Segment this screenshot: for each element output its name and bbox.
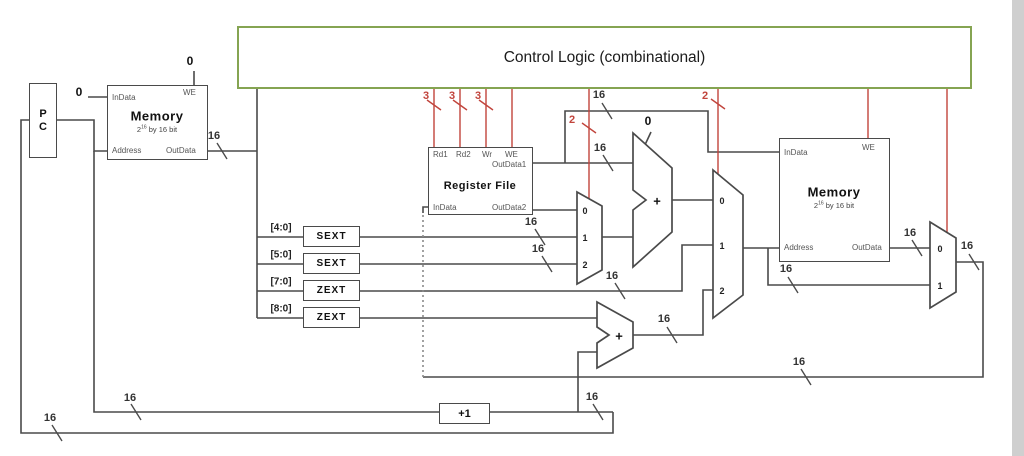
bus-width-label: 16 [960,240,974,252]
bus-width-label: 16 [585,391,599,403]
bus-width-label: 3 [448,90,456,102]
imem-title: Memory [130,108,184,124]
bus-width-label: 16 [593,142,607,154]
wire-instruction-trunk [208,89,258,318]
wire-adder2-out [633,289,713,336]
register-file-box [428,147,533,215]
rf-port-outdata1: OutData1 [492,160,527,169]
dmem-port-address: Address [784,243,814,252]
bus-width-label: 16 [605,270,619,282]
dmem-title: Memory [807,184,861,200]
bus-width-label: 16 [657,313,671,325]
dmem-port-we: WE [862,143,875,152]
rf-port-we: WE [505,150,518,159]
wire-extender-outputs [360,236,597,319]
bitfield-label-7-0: [7:0] [270,276,292,288]
alu-zero-const: 0 [644,114,652,128]
rf-port-outdata2: OutData2 [492,203,527,212]
control-bus-slashes [426,98,726,134]
bus-width-label: 16 [43,412,57,424]
branch-adder-plus-op: + [615,328,623,344]
bitfield-label-4-0: [4:0] [270,222,292,234]
rf-port-rd2: Rd2 [456,150,471,159]
wire-address-bypass [767,248,930,286]
pc-register: P C [29,83,57,158]
imem-subtitle: 216 by 16 bit [136,124,178,134]
imem-we-const: 0 [186,54,194,68]
bus-width-label: 3 [474,90,482,102]
sext1-box: SEXT [303,226,360,247]
imem-port-indata: InData [112,93,136,102]
dmem-port-indata: InData [784,148,808,157]
data-memory-box [779,138,890,262]
pc-incrementer-box: +1 [439,403,490,424]
mux-option-label: 0 [937,244,943,254]
operand-mux [576,190,603,286]
wire-writeback-stub [422,206,428,213]
functional-shapes [576,131,957,370]
wire-pcplus1-to-adder2 [577,351,597,412]
address-mux [712,168,744,320]
rf-port-indata: InData [433,203,457,212]
imem-port-outdata: OutData [166,146,196,155]
bus-width-label: 2 [701,90,709,102]
bus-slashes [51,102,980,442]
bus-width-label: 16 [207,130,221,142]
mux-option-label: 2 [719,286,725,296]
instruction-memory-box [107,85,208,160]
mux-option-label: 1 [582,233,588,243]
wire-zext7-to-mux [360,244,713,292]
rf-port-rd1: Rd1 [433,150,448,159]
wire-pc-feedback [20,119,614,434]
rf-title: Register File [443,180,517,192]
bus-width-label: 3 [422,90,430,102]
imem-indata-const: 0 [75,85,83,99]
bitfield-label-8-0: [8:0] [270,303,292,315]
sext2-box: SEXT [303,253,360,274]
alu-shape [632,131,673,269]
mux-option-label: 1 [937,281,943,291]
bus-width-label: 16 [592,89,606,101]
imem-port-we: WE [183,88,196,97]
screenshot-right-edge [1012,0,1024,456]
control-logic-box: Control Logic (combinational) [237,26,972,89]
bus-width-label: 16 [123,392,137,404]
bus-width-label: 16 [531,243,545,255]
zext2-box: ZEXT [303,307,360,328]
branch-adder-shape [596,300,634,370]
bus-width-label: 16 [903,227,917,239]
dmem-port-outdata: OutData [852,243,882,252]
pc-incrementer-label: +1 [458,407,471,420]
wire-pc-to-address [57,119,107,152]
mux-option-label: 1 [719,241,725,251]
writeback-mux [929,220,957,310]
zext1-box: ZEXT [303,280,360,301]
bus-width-label: 16 [792,356,806,368]
bitfield-label-5-0: [5:0] [270,249,292,261]
imem-port-address: Address [112,146,142,155]
data-wires [20,71,984,434]
rf-port-wr: Wr [482,150,493,159]
pc-letter-p: P [39,108,47,120]
wire-store-data [564,110,779,163]
bus-width-label: 16 [779,263,793,275]
pc-letter-c: C [39,121,47,133]
control-logic-label: Control Logic (combinational) [503,48,706,66]
mux-option-label: 0 [719,196,725,206]
dmem-subtitle: 216 by 16 bit [813,200,855,210]
wire-writeback [423,261,984,378]
bus-width-label: 16 [524,216,538,228]
control-wires [426,89,948,232]
mux-option-label: 2 [582,260,588,270]
wire-bitfield-taps [257,236,303,319]
bus-width-label: 2 [568,114,576,126]
alu-plus-op: + [653,193,661,209]
mux-option-label: 0 [582,206,588,216]
